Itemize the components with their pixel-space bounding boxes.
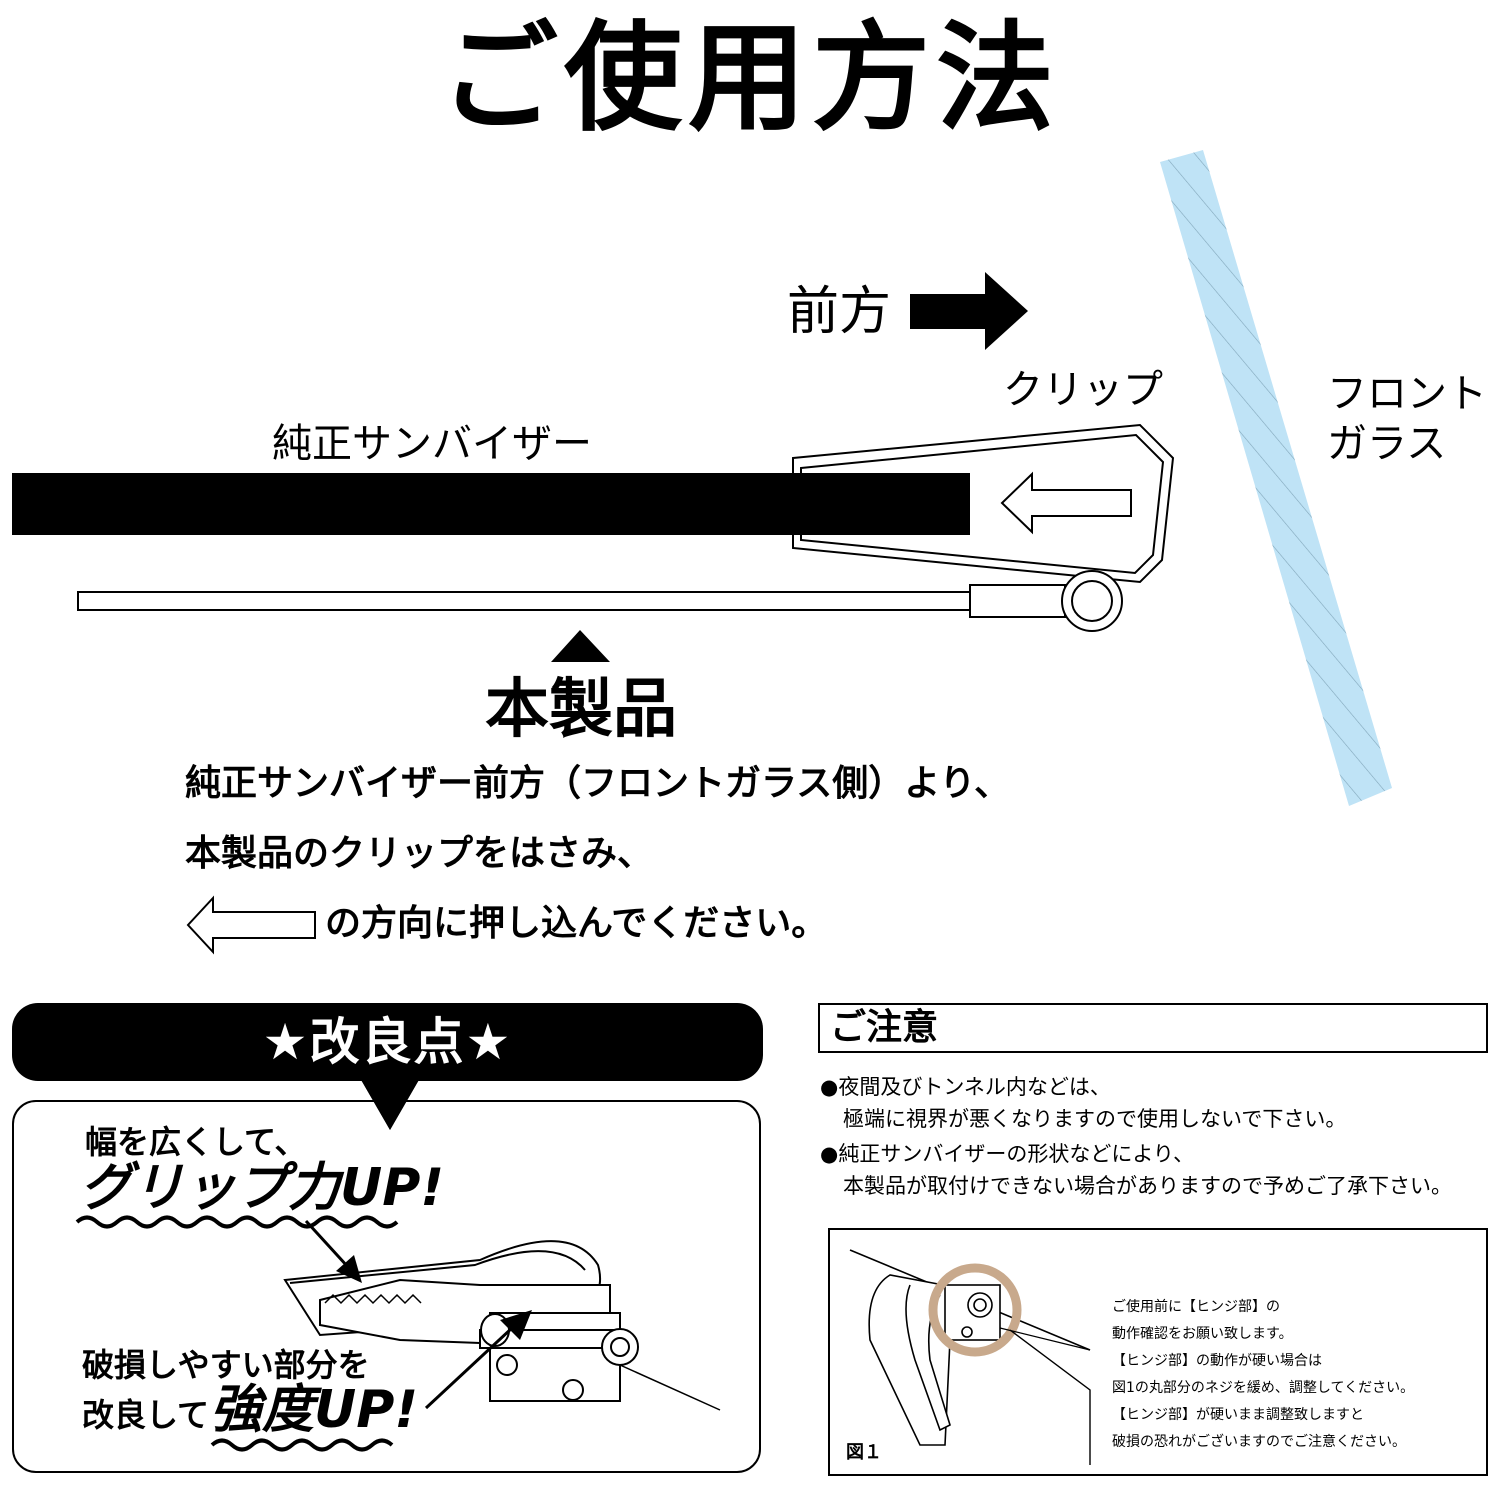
clip-label: クリップ [1003, 367, 1163, 413]
figure-text-line-6: 破損の恐れがございますのでご注意ください。 [1112, 1434, 1406, 1450]
front-label: 前方 [787, 282, 892, 342]
visor-label: 純正サンバイザー [272, 421, 592, 467]
improvement-point2-line1: 破損しやすい部分を [82, 1346, 370, 1384]
forward-arrow-icon [910, 272, 1028, 350]
improvement-point1-line1: 幅を広くして、 [85, 1123, 307, 1161]
notice-header-box: ご注意 [818, 1003, 1488, 1053]
pointer-arrow-2 [424, 1310, 532, 1410]
figure-box: 図１ ご使用前に【ヒンジ部】の 動作確認をお願い致します。 【ヒンジ部】の動作が… [828, 1228, 1488, 1476]
windshield-label-1: フロント [1327, 371, 1487, 417]
windshield-glass [1160, 150, 1392, 806]
notice-bullet: ● [820, 1075, 839, 1099]
product-rod [77, 570, 1123, 632]
wavy-underline-1 [75, 1215, 399, 1229]
clip-outline [792, 423, 1175, 584]
notice-item-1-line2: 極端に視界が悪くなりますので使用しないで下さい。 [843, 1107, 1347, 1131]
instruction-line-2: 本製品のクリップをはさみ、 [185, 833, 654, 874]
hinge-illustration [849, 1249, 1091, 1446]
improvement-point2-big: 強度UP! [210, 1380, 419, 1440]
pointer-arrow-1 [304, 1219, 362, 1283]
product-title: 本製品 [485, 673, 677, 747]
figure-text-line-3: 【ヒンジ部】の動作が硬い場合は [1112, 1353, 1322, 1369]
notice-bullet: ● [820, 1142, 839, 1166]
clip-illustration [283, 1240, 721, 1411]
improvement-banner: ★改良点★ [12, 1003, 763, 1081]
figure-text-line-5: 【ヒンジ部】が硬いまま調整致しますと [1112, 1407, 1364, 1423]
banner-pointer-cover [360, 1078, 420, 1130]
inline-left-arrow-icon [186, 895, 316, 955]
push-arrow-icon [1000, 471, 1132, 535]
up-triangle-icon [551, 630, 610, 662]
figure-text-line-4: 図1の丸部分のネジを緩め、調整してください。 [1112, 1380, 1415, 1396]
page-title: ご使用方法 [439, 9, 1060, 147]
sun-visor-bar [12, 473, 970, 535]
hinge-highlight-circle [928, 1263, 1022, 1357]
notice-item-2-line2: 本製品が取付けできない場合がありますので予めご了承下さい。 [843, 1174, 1452, 1198]
figure-text-line-1: ご使用前に【ヒンジ部】の [1112, 1299, 1280, 1315]
wavy-underline-2 [210, 1438, 394, 1452]
mounting-diagram [12, 150, 1392, 806]
notice-title: ご注意 [830, 1007, 939, 1048]
notice-item-1-line1: ●夜間及びトンネル内などは、 [820, 1075, 1111, 1099]
figure-text-line-2: 動作確認をお願い致します。 [1112, 1326, 1293, 1342]
figure-wire [1009, 1329, 1091, 1465]
improvement-point1-big: グリップ力UP! [80, 1158, 445, 1218]
windshield-label-2: ガラス [1327, 421, 1447, 467]
instruction-line-1: 純正サンバイザー前方（フロントガラス側）より、 [185, 763, 1011, 804]
improvement-point2-line2: 改良して [82, 1396, 210, 1434]
instruction-line-3: の方向に押し込んでください。 [325, 903, 828, 944]
notice-item-2-line1: ●純正サンバイザーの形状などにより、 [820, 1142, 1195, 1166]
figure-label: 図１ [846, 1442, 882, 1463]
